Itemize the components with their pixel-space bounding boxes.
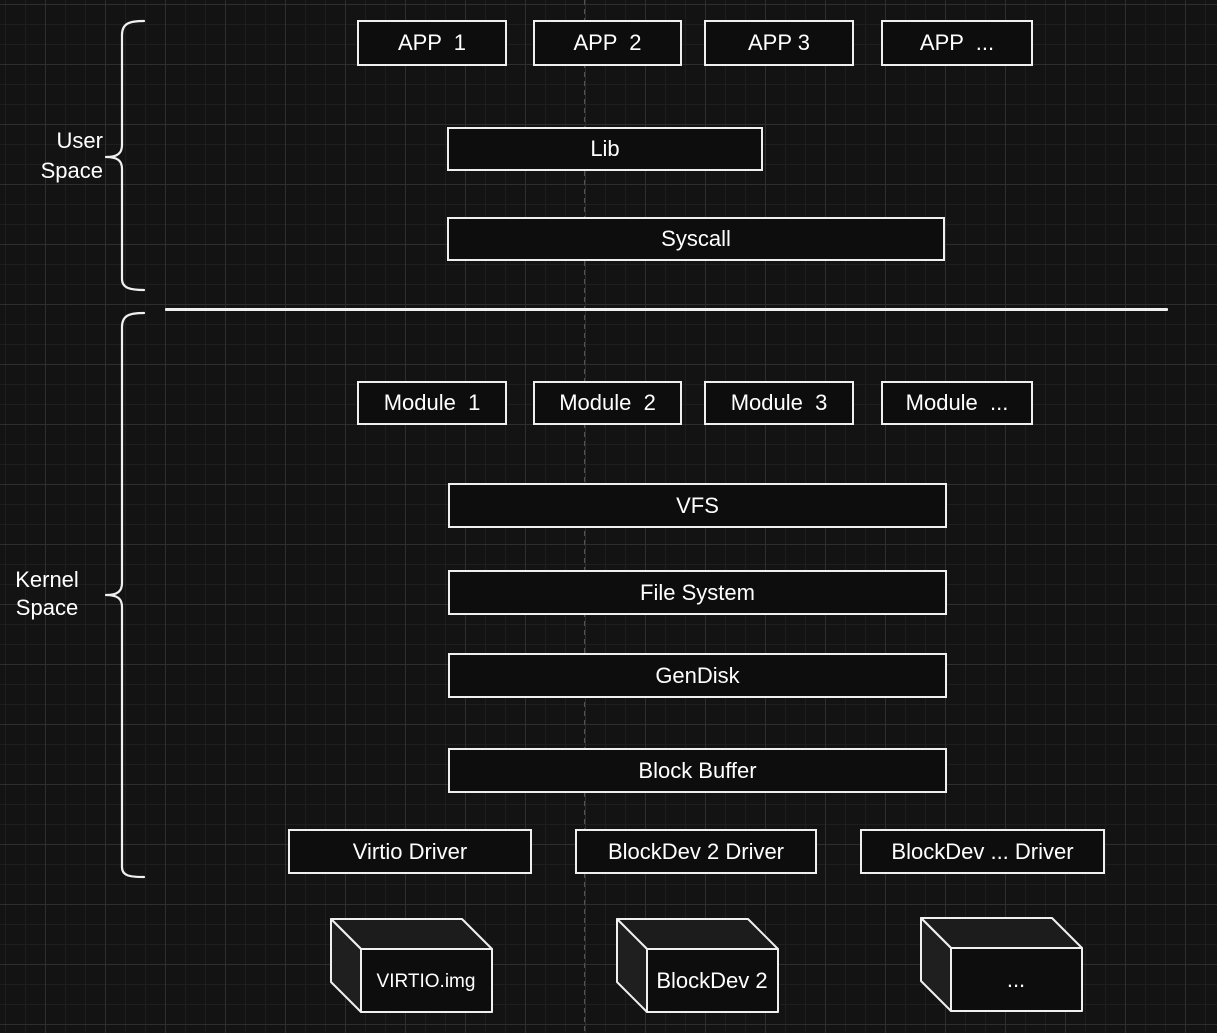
box-lib-label: Lib bbox=[590, 136, 620, 161]
user-space-brace bbox=[104, 19, 146, 292]
box-module-more-label: Module ... bbox=[905, 390, 1009, 415]
box-module-2: Module 2 bbox=[533, 381, 682, 425]
box-app-3-label: APP 3 bbox=[748, 30, 810, 55]
box-app-2: APP 2 bbox=[533, 20, 682, 66]
box-lib: Lib bbox=[447, 127, 763, 171]
box-app-2-label: APP 2 bbox=[573, 30, 642, 55]
device-blockdev-more: ... bbox=[920, 917, 1083, 1012]
box-syscall: Syscall bbox=[447, 217, 945, 261]
box-driver-virtio: Virtio Driver bbox=[288, 829, 532, 874]
user-space-label: User Space bbox=[23, 126, 103, 186]
box-module-1: Module 1 bbox=[357, 381, 507, 425]
device-blockdev-2-front-face bbox=[646, 948, 779, 1013]
box-driver-blockdev-more-label: BlockDev ... Driver bbox=[891, 838, 1074, 864]
box-layer-vfs-label: VFS bbox=[676, 492, 719, 518]
kernel-space-brace bbox=[104, 311, 146, 879]
device-blockdev-2-label: BlockDev 2 bbox=[656, 968, 767, 993]
device-blockdev-more-label: ... bbox=[1007, 967, 1025, 992]
box-app-1-label: APP 1 bbox=[397, 30, 467, 55]
box-layer-gendisk: GenDisk bbox=[448, 653, 947, 698]
box-driver-blockdev-2-label: BlockDev 2 Driver bbox=[607, 838, 785, 864]
device-blockdev-2: BlockDev 2 bbox=[616, 918, 779, 1013]
user-space-label-line2: Space bbox=[40, 158, 103, 183]
kernel-space-label: Kernel Space bbox=[0, 566, 94, 622]
device-blockdev-more-front-face bbox=[950, 947, 1083, 1012]
space-divider-line bbox=[165, 308, 1168, 311]
box-module-3-label: Module 3 bbox=[730, 390, 828, 415]
box-layer-gendisk-label: GenDisk bbox=[655, 662, 740, 688]
box-layer-block-buffer-label: Block Buffer bbox=[638, 757, 757, 783]
box-layer-block-buffer: Block Buffer bbox=[448, 748, 947, 793]
box-driver-virtio-label: Virtio Driver bbox=[352, 838, 468, 864]
box-app-more-label: APP ... bbox=[919, 30, 995, 55]
box-app-more: APP ... bbox=[881, 20, 1033, 66]
device-virtio-img-label: VIRTIO.img bbox=[377, 971, 476, 992]
user-space-label-line1: User bbox=[56, 128, 103, 153]
box-driver-blockdev-more: BlockDev ... Driver bbox=[860, 829, 1105, 874]
box-module-3: Module 3 bbox=[704, 381, 854, 425]
kernel-space-label-line2: Space bbox=[15, 595, 79, 620]
box-layer-file-system: File System bbox=[448, 570, 947, 615]
device-virtio-img-front-face bbox=[360, 948, 493, 1013]
box-app-3: APP 3 bbox=[704, 20, 854, 66]
kernel-space-label-line1: Kernel bbox=[15, 567, 79, 592]
box-app-1: APP 1 bbox=[357, 20, 507, 66]
box-driver-blockdev-2: BlockDev 2 Driver bbox=[575, 829, 817, 874]
box-syscall-label: Syscall bbox=[661, 226, 731, 251]
box-module-2-label: Module 2 bbox=[559, 390, 656, 415]
box-layer-file-system-label: File System bbox=[640, 579, 755, 605]
device-virtio-img: VIRTIO.img bbox=[330, 918, 493, 1013]
box-module-more: Module ... bbox=[881, 381, 1033, 425]
braces-layer bbox=[104, 19, 146, 879]
box-module-1-label: Module 1 bbox=[383, 390, 481, 415]
box-layer-vfs: VFS bbox=[448, 483, 947, 528]
